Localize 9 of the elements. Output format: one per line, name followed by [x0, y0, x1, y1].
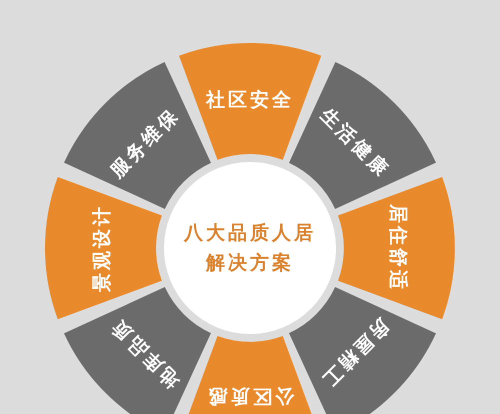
segment-label: 景观设计 [90, 204, 114, 292]
segment-label: 房屋精工 [314, 312, 395, 393]
segment-label: 居住舒适 [386, 204, 410, 292]
center-title: 八大品质人居解决方案 [182, 221, 317, 276]
segment-label: 公区质感 [206, 384, 294, 409]
segment-label: 服务维保 [105, 103, 186, 184]
segment-label: 生活健康 [314, 103, 395, 184]
segment-label: 社区安全 [206, 88, 294, 113]
segment-label: 地库品质 [105, 312, 186, 393]
